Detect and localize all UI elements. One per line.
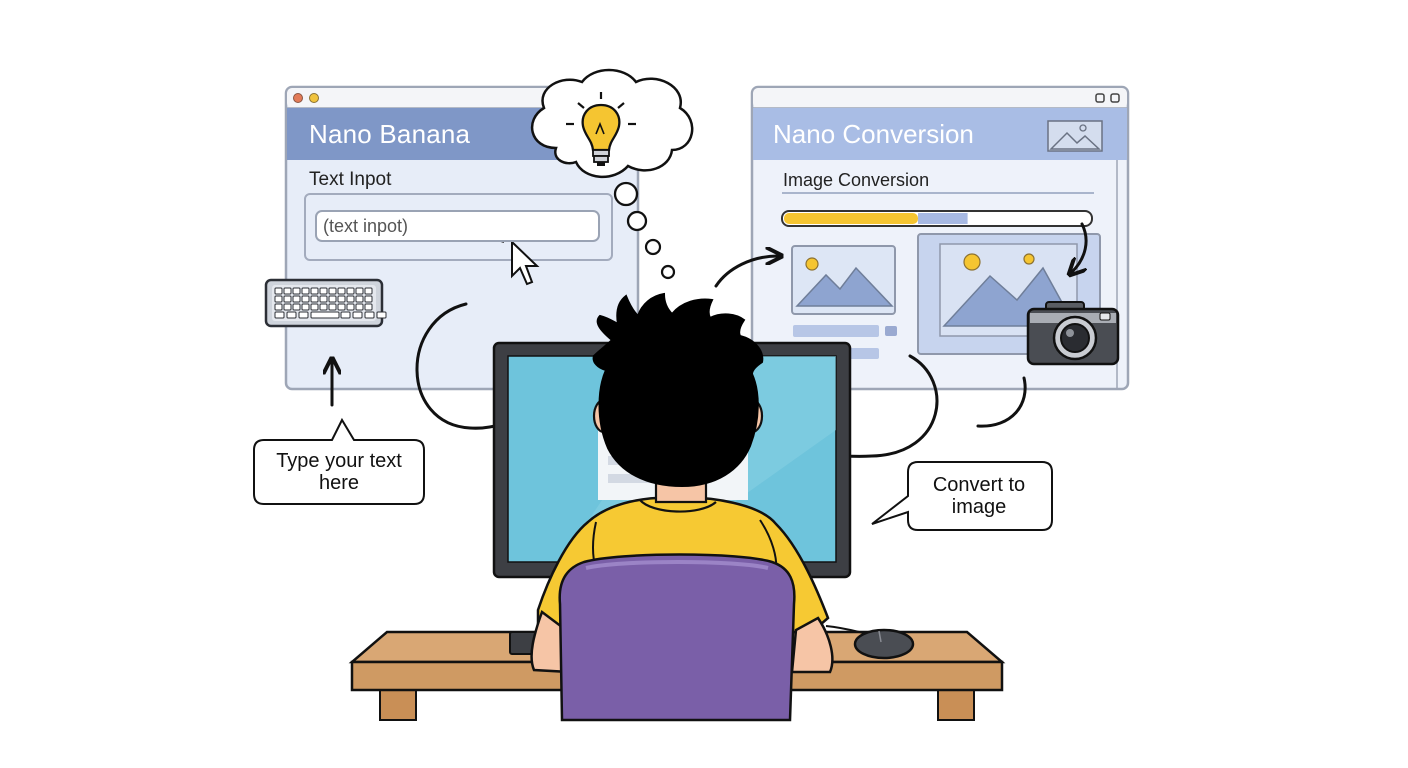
callout-convert-to-image: Convert to image (932, 474, 1026, 518)
keyboard-key (364, 287, 373, 295)
window-close-dot (293, 93, 303, 103)
keyboard-key (319, 303, 328, 311)
keyboard-keys (274, 287, 387, 319)
keyboard-key (310, 311, 340, 319)
keyboard-key (376, 311, 387, 319)
keyboard-key (292, 303, 301, 311)
text-input-label: Text Inpot (309, 169, 392, 190)
keyboard-key (286, 311, 297, 319)
keyboard-key (328, 287, 337, 295)
keyboard-key (283, 287, 292, 295)
keyboard-key (283, 295, 292, 303)
window-restore-icon (1095, 93, 1105, 103)
image-thumbnail-small (791, 245, 896, 315)
keyboard-key (364, 311, 375, 319)
keyboard-key (346, 295, 355, 303)
person (530, 292, 834, 722)
keyboard-key (355, 287, 364, 295)
keyboard-key (301, 295, 310, 303)
camera-icon (1026, 301, 1120, 366)
left-window-title: Nano Banana (309, 119, 471, 149)
lightbulb-icon (566, 92, 636, 166)
callout-type-text: Type your text here (276, 450, 402, 494)
keyboard-key (274, 311, 285, 319)
keyboard-key (337, 287, 346, 295)
keyboard-key (292, 295, 301, 303)
image-icon (1047, 120, 1103, 152)
keyboard-key (328, 303, 337, 311)
keyboard-key (364, 295, 373, 303)
mouse-icon (825, 625, 915, 660)
keyboard-key (319, 295, 328, 303)
keyboard-key (337, 295, 346, 303)
keyboard-key (283, 303, 292, 311)
keyboard-key (340, 311, 351, 319)
keyboard-key (310, 303, 319, 311)
text-input-field[interactable] (315, 210, 600, 242)
keyboard-key (292, 287, 301, 295)
keyboard-key (310, 287, 319, 295)
keyboard-key (346, 303, 355, 311)
keyboard-key (352, 311, 363, 319)
keyboard-key (301, 303, 310, 311)
right-window-title: Nano Conversion (773, 119, 974, 149)
keyboard-key (355, 303, 364, 311)
callout-type-text-bubble (253, 417, 425, 505)
window-minimize-dot (309, 93, 319, 103)
keyboard-key (337, 303, 346, 311)
keyboard-key (319, 287, 328, 295)
keyboard-key (355, 295, 364, 303)
keyboard-key (328, 295, 337, 303)
keyboard-key (301, 287, 310, 295)
keyboard-key (274, 295, 283, 303)
window-close-icon (1110, 93, 1120, 103)
conversion-progress-bar (781, 210, 1093, 227)
keyboard-key (364, 303, 373, 311)
callout-convert-bubble (871, 461, 1053, 531)
keyboard-key (310, 295, 319, 303)
keyboard-key (274, 287, 283, 295)
keyboard-key (274, 303, 283, 311)
keyboard-key (298, 311, 309, 319)
keyboard-key (346, 287, 355, 295)
keyboard-icon (264, 278, 384, 328)
image-conversion-label: Image Conversion (783, 170, 930, 190)
